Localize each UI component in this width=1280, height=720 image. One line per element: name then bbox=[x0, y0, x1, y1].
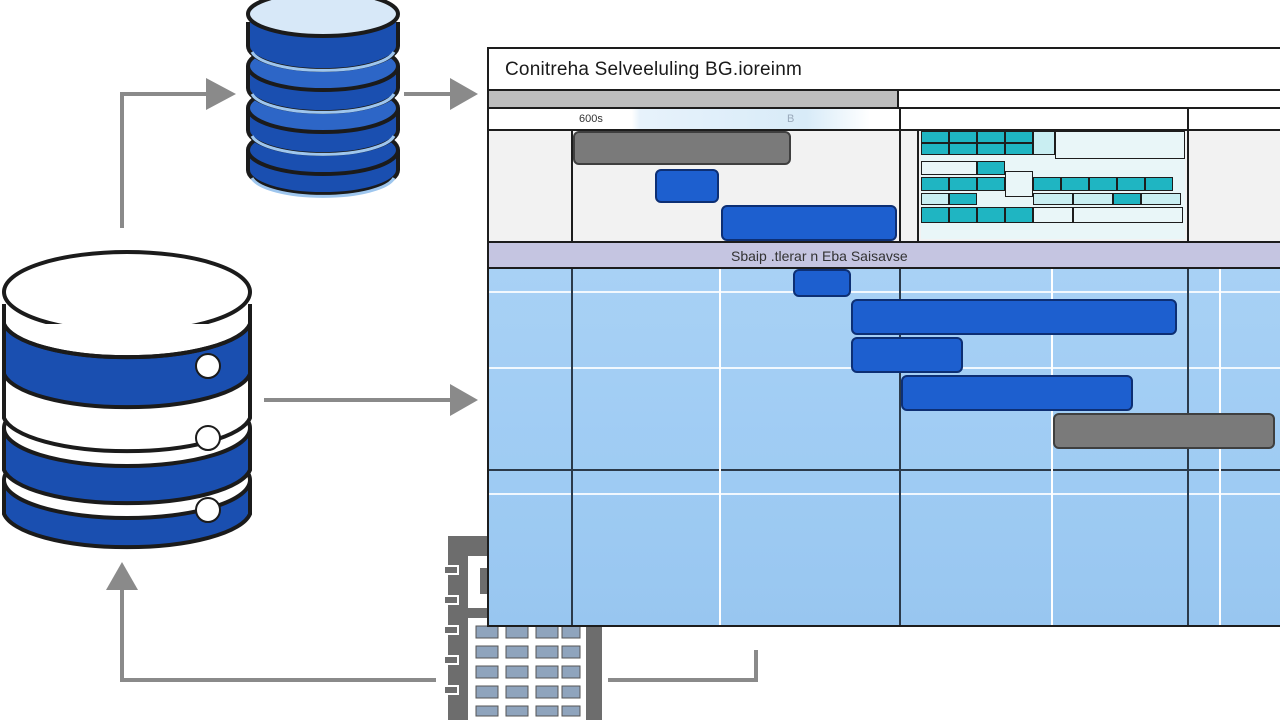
matrix-cell[interactable] bbox=[1005, 143, 1033, 155]
matrix-cell[interactable] bbox=[1073, 193, 1113, 205]
matrix-cell[interactable] bbox=[1005, 131, 1033, 143]
matrix-cell[interactable] bbox=[921, 193, 949, 205]
toolbar-strip bbox=[489, 91, 1280, 109]
arrow-large-db-to-window-head bbox=[450, 384, 478, 416]
window-title: Conitreha Selveeluling BG.ioreinm bbox=[489, 49, 1280, 91]
task-bar[interactable] bbox=[851, 299, 1177, 335]
matrix-cell[interactable] bbox=[1005, 207, 1033, 223]
arrow-calculator-to-large-db bbox=[120, 590, 436, 682]
grid-col-line bbox=[1051, 269, 1053, 625]
matrix-cell[interactable] bbox=[1061, 177, 1089, 191]
grid-divider bbox=[571, 131, 573, 243]
grid-row-line bbox=[489, 291, 1280, 293]
task-bar[interactable] bbox=[901, 375, 1133, 411]
matrix-cell[interactable] bbox=[1073, 207, 1183, 223]
matrix-cell[interactable] bbox=[921, 161, 977, 175]
matrix-cell[interactable] bbox=[1117, 177, 1145, 191]
task-bar[interactable] bbox=[573, 131, 791, 165]
matrix-cell[interactable] bbox=[977, 207, 1005, 223]
matrix-cell[interactable] bbox=[977, 177, 1005, 191]
grid-row-line bbox=[489, 469, 1280, 471]
upper-gantt-grid bbox=[489, 131, 1280, 243]
grid-divider bbox=[1187, 131, 1189, 243]
task-bar[interactable] bbox=[793, 269, 851, 297]
arrow-large-db-to-small-db bbox=[120, 92, 220, 228]
header-divider bbox=[899, 109, 901, 131]
matrix-cell[interactable] bbox=[977, 143, 1005, 155]
matrix-cell[interactable] bbox=[1033, 177, 1061, 191]
grid-col-line bbox=[899, 269, 901, 625]
arrow-small-db-to-window-head bbox=[450, 78, 478, 110]
matrix-cell[interactable] bbox=[949, 193, 977, 205]
matrix-cell[interactable] bbox=[1033, 207, 1073, 223]
matrix-cell[interactable] bbox=[921, 177, 949, 191]
grid-col-line bbox=[719, 269, 721, 625]
upper-header-label-right: B bbox=[787, 113, 807, 125]
grid-row-line bbox=[489, 493, 1280, 495]
database-icon bbox=[246, 0, 400, 198]
connector-calculator-right bbox=[608, 650, 758, 682]
database-server-icon bbox=[2, 250, 252, 550]
task-bar[interactable] bbox=[1053, 413, 1275, 449]
arrow-large-db-to-small-db-head bbox=[206, 78, 236, 110]
upper-header-label-left: 600s bbox=[579, 113, 603, 125]
matrix-cell[interactable] bbox=[1005, 171, 1033, 197]
toolbar-progress bbox=[489, 91, 899, 107]
matrix-cell[interactable] bbox=[1113, 193, 1141, 205]
matrix-cell[interactable] bbox=[1033, 193, 1073, 205]
matrix-cell[interactable] bbox=[949, 207, 977, 223]
matrix-cell[interactable] bbox=[1055, 131, 1185, 159]
matrix-cell[interactable] bbox=[1145, 177, 1173, 191]
matrix-cell[interactable] bbox=[1141, 193, 1181, 205]
matrix-cell[interactable] bbox=[949, 143, 977, 155]
scheduler-window: Conitreha Selveeluling BG.ioreinm 600s B bbox=[487, 47, 1280, 627]
matrix-cell[interactable] bbox=[921, 207, 949, 223]
matrix-cell[interactable] bbox=[1033, 131, 1055, 155]
matrix-cell[interactable] bbox=[921, 131, 949, 143]
matrix-cell[interactable] bbox=[949, 177, 977, 191]
section-band: Sbaip .tlerar n Eba Saisavse bbox=[489, 243, 1280, 269]
arrow-calculator-to-large-db-head bbox=[106, 562, 138, 590]
matrix-cell[interactable] bbox=[921, 143, 949, 155]
lower-gantt-grid bbox=[489, 269, 1280, 625]
grid-divider bbox=[917, 131, 919, 243]
task-bar[interactable] bbox=[851, 337, 963, 373]
upper-timeline-header: 600s B bbox=[489, 109, 1280, 131]
task-bar[interactable] bbox=[655, 169, 719, 203]
grid-divider bbox=[899, 131, 901, 243]
matrix-cell[interactable] bbox=[949, 131, 977, 143]
task-bar[interactable] bbox=[721, 205, 897, 241]
header-divider bbox=[1187, 109, 1189, 131]
matrix-cell[interactable] bbox=[977, 161, 1005, 175]
matrix-cell[interactable] bbox=[977, 131, 1005, 143]
resource-matrix bbox=[921, 131, 1185, 239]
section-band-label: Sbaip .tlerar n Eba Saisavse bbox=[731, 248, 908, 264]
grid-col-line bbox=[571, 269, 573, 625]
matrix-cell[interactable] bbox=[1089, 177, 1117, 191]
